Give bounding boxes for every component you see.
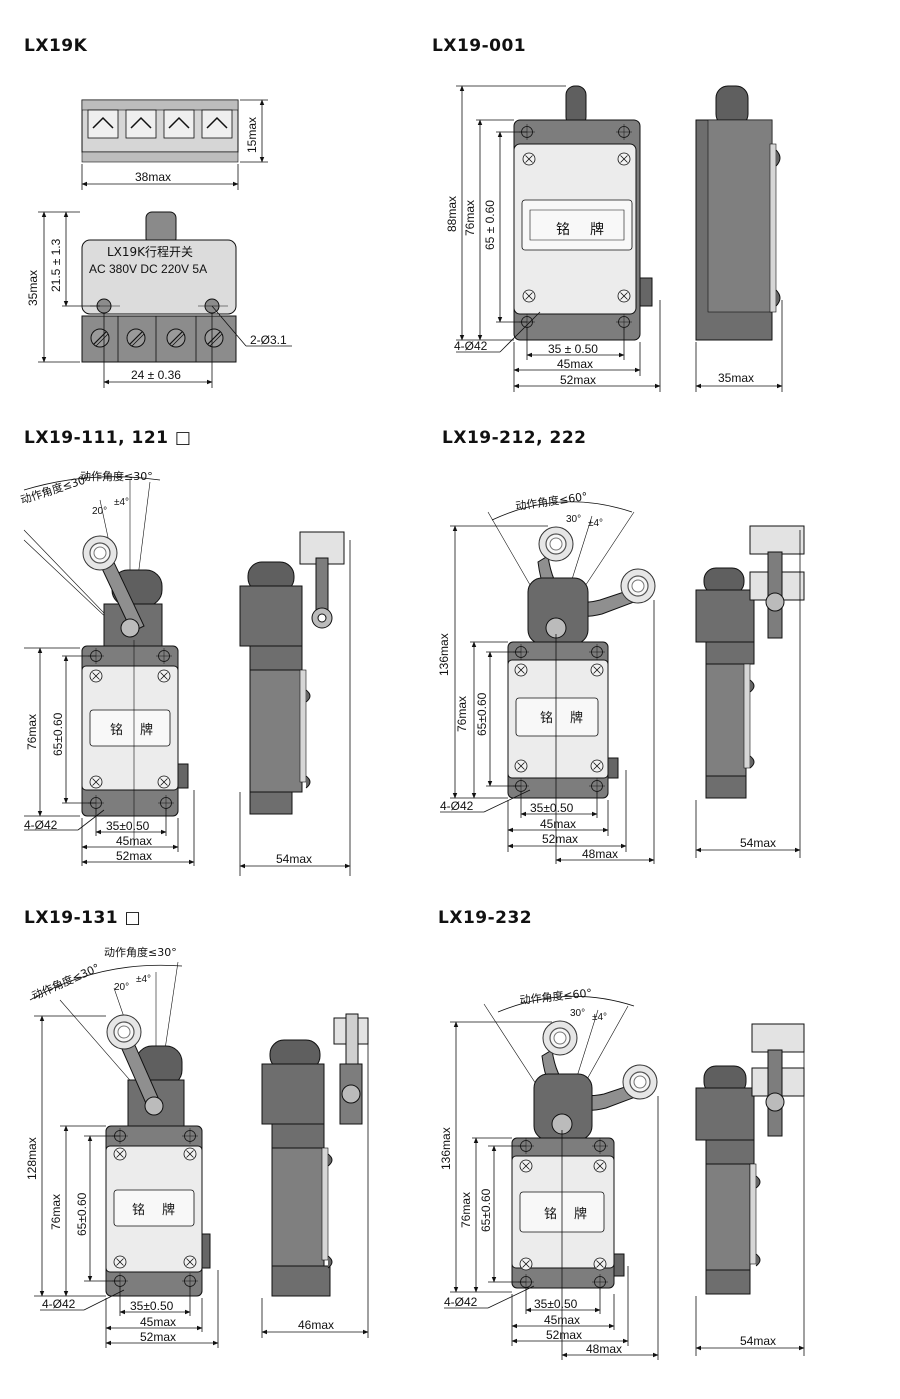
lx19-001-dim-52max: 52max bbox=[560, 373, 596, 387]
lx19k-dims-front bbox=[38, 211, 292, 388]
lx19-131-dim-128max: 128max bbox=[25, 1137, 39, 1180]
lx19-232-dims bbox=[444, 1021, 805, 1360]
lx19-232-dim-136max: 136max bbox=[439, 1127, 453, 1170]
lx19-212-dim-65: 65±0.60 bbox=[475, 692, 489, 736]
title-lx19-212: LX19-212, 222 bbox=[442, 428, 587, 448]
lx19-131-dim-65: 65±0.60 bbox=[75, 1192, 89, 1236]
lx19-232-dim-76max: 76max bbox=[459, 1192, 473, 1228]
title-lx19-001: LX19-001 bbox=[432, 36, 527, 56]
lx19-212-plate-char-1: 铭 bbox=[540, 711, 553, 726]
lx19-001-dims bbox=[456, 85, 783, 392]
lx19k-front-view bbox=[81, 211, 237, 363]
lx19-232-angle-4: ±4° bbox=[592, 1012, 607, 1023]
lx19-111-angle-20: 20° bbox=[92, 506, 107, 517]
lx19k-top-view bbox=[81, 99, 239, 163]
lx19-111-dim-side: 54max bbox=[276, 852, 312, 866]
lx19k-dim-15max: 15max bbox=[245, 117, 259, 153]
lx19-131-dim-side: 46max bbox=[298, 1318, 334, 1332]
lx19-001-dim-side: 35max bbox=[718, 371, 754, 385]
lx19-111-plate-char-1: 铭 bbox=[110, 723, 123, 738]
lx19-232-dim-side: 54max bbox=[740, 1334, 776, 1348]
lx19-212-front-view bbox=[487, 501, 656, 799]
lx19-131-angle-left: 动作角度≤30° bbox=[30, 960, 102, 1002]
lx19-232-dim-48max: 48max bbox=[586, 1342, 622, 1356]
lx19-111-side-view bbox=[239, 531, 345, 815]
lx19-111-front-view bbox=[23, 476, 189, 846]
lx19-212-dim-holes: 4-Ø42 bbox=[440, 799, 474, 813]
lx19-131-plate-char-2: 牌 bbox=[162, 1202, 175, 1218]
lx19-001-front-view bbox=[513, 85, 653, 341]
lx19-212-side-view bbox=[695, 525, 805, 799]
lx19-131-angle-right: 动作角度≤30° bbox=[104, 945, 177, 959]
lx19-131-front-view bbox=[29, 961, 211, 1297]
lx19k-dim-38max: 38max bbox=[135, 170, 171, 184]
lx19-111-plate-char-2: 牌 bbox=[140, 722, 153, 738]
lx19-001-dim-65: 65 ± 0.60 bbox=[483, 200, 497, 250]
lx19-131-dims bbox=[34, 1015, 369, 1348]
lx19k-label-line1: LX19K行程开关 bbox=[107, 244, 193, 259]
lx19k-dim-24: 24 ± 0.36 bbox=[131, 368, 181, 382]
lx19-001-side-view bbox=[695, 85, 781, 341]
lx19k-dims-top bbox=[81, 99, 268, 190]
lx19-131-plate-char-1: 铭 bbox=[132, 1203, 145, 1218]
lx19-232-angle: 动作角度≤60° bbox=[519, 985, 593, 1007]
lx19-131-angle-4: ±4° bbox=[136, 974, 151, 985]
lx19k-dim-21-5: 21.5 ± 1.3 bbox=[49, 238, 63, 292]
lx19-001-plate-char-1: 铭 bbox=[556, 222, 570, 238]
lx19-001-dim-76max: 76max bbox=[463, 200, 477, 236]
lx19-232-dim-35: 35±0.50 bbox=[534, 1297, 578, 1311]
lx19-001-dim-45max: 45max bbox=[557, 357, 593, 371]
lx19-131-dim-45max: 45max bbox=[140, 1315, 176, 1329]
lx19-212-dim-side: 54max bbox=[740, 836, 776, 850]
lx19-131-dim-holes: 4-Ø42 bbox=[42, 1297, 76, 1311]
lx19-232-side-view bbox=[695, 1023, 805, 1295]
lx19-212-angle-4: ±4° bbox=[588, 518, 603, 529]
lx19-131-side-view bbox=[261, 1013, 369, 1297]
lx19-232-plate-char-1: 铭 bbox=[544, 1207, 557, 1222]
lx19-212-angle: 动作角度≤60° bbox=[514, 489, 588, 513]
lx19-212-dim-136max: 136max bbox=[437, 633, 451, 676]
title-lx19-111: LX19-111, 121 □ bbox=[24, 428, 192, 448]
title-lx19k: LX19K bbox=[24, 36, 88, 56]
lx19-232-front-view bbox=[483, 995, 658, 1291]
title-lx19-131: LX19-131 □ bbox=[24, 908, 142, 928]
lx19-111-angle-right: 动作角度≤30° bbox=[80, 469, 153, 483]
lx19-131-dim-76max: 76max bbox=[49, 1194, 63, 1230]
lx19-212-dim-52max: 52max bbox=[542, 832, 578, 846]
lx19-131-dim-35: 35±0.50 bbox=[130, 1299, 174, 1313]
lx19-001-plate-char-2: 牌 bbox=[590, 221, 604, 238]
lx19-212-dim-45max: 45max bbox=[540, 817, 576, 831]
lx19-111-dim-65: 65±0.60 bbox=[51, 712, 65, 756]
lx19-111-dim-45max: 45max bbox=[116, 834, 152, 848]
lx19-212-dim-48max: 48max bbox=[582, 847, 618, 861]
lx19-232-plate-char-2: 牌 bbox=[574, 1206, 587, 1222]
lx19-111-dim-76max: 76max bbox=[25, 714, 39, 750]
lx19-232-dim-65: 65±0.60 bbox=[479, 1188, 493, 1232]
lx19-212-dims bbox=[440, 525, 801, 864]
lx19-111-dim-35: 35±0.50 bbox=[106, 819, 150, 833]
lx19k-dim-35max: 35max bbox=[26, 270, 40, 306]
lx19-111-dims bbox=[24, 540, 351, 876]
lx19-212-dim-35: 35±0.50 bbox=[530, 801, 574, 815]
lx19-111-dim-holes: 4-Ø42 bbox=[24, 818, 58, 832]
lx19-212-plate-char-2: 牌 bbox=[570, 710, 583, 726]
lx19-001-dim-35: 35 ± 0.50 bbox=[548, 342, 598, 356]
lx19-131-angle-20: 20° bbox=[114, 982, 129, 993]
lx19k-dim-holes: 2-Ø3.1 bbox=[250, 333, 287, 347]
lx19-232-angle-30: 30° bbox=[570, 1008, 585, 1019]
lx19-232-dim-52max: 52max bbox=[546, 1328, 582, 1342]
lx19-232-dim-45max: 45max bbox=[544, 1313, 580, 1327]
lx19-232-dim-holes: 4-Ø42 bbox=[444, 1295, 478, 1309]
title-lx19-232: LX19-232 bbox=[438, 908, 533, 928]
lx19k-label-line2: AC 380V DC 220V 5A bbox=[89, 262, 207, 276]
lx19-212-angle-30: 30° bbox=[566, 514, 581, 525]
lx19-212-dim-76max: 76max bbox=[455, 696, 469, 732]
lx19-001-dim-88max: 88max bbox=[445, 196, 459, 232]
lx19-111-dim-52max: 52max bbox=[116, 849, 152, 863]
lx19-131-dim-52max: 52max bbox=[140, 1330, 176, 1344]
lx19-111-angle-4: ±4° bbox=[114, 497, 129, 508]
lx19-001-dim-holes: 4-Ø42 bbox=[454, 339, 488, 353]
